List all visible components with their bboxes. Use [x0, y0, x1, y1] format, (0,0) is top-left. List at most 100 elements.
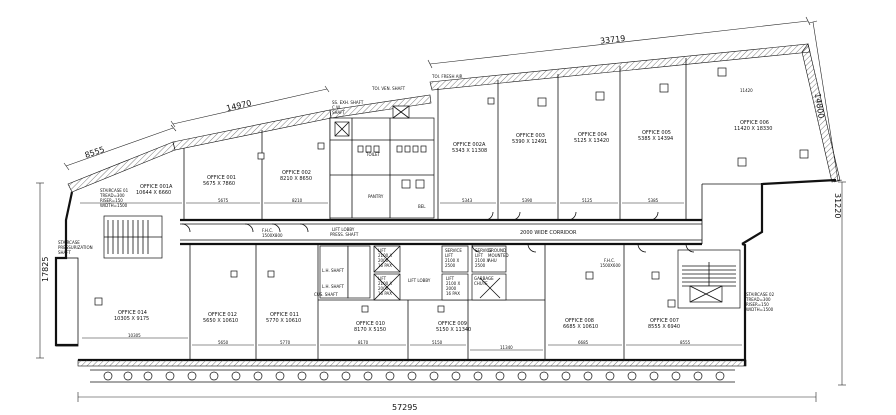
building-core — [319, 105, 507, 301]
staircase-01-d: WIDTH=1500 — [100, 203, 128, 208]
service-lift-2-b: LIFT — [475, 253, 484, 258]
press-shaft-label: PRESS. SHAFT — [330, 232, 359, 237]
lift-c-1: LIFT — [446, 276, 455, 281]
ss-exh-shaft-3: SHAFT — [332, 110, 346, 115]
bel-label: BEL — [418, 204, 426, 209]
room-labels: OFFICE 001A 10644 X 6660 OFFICE 001 5675… — [114, 120, 772, 333]
zone-dim-7: 11420 — [740, 88, 753, 93]
office-001-size: 5675 X 7860 — [203, 181, 235, 187]
office-003-name: OFFICE 003 — [516, 133, 545, 139]
ground-mounted-2: MOUNTED — [488, 253, 509, 258]
staircase-01-c: RISER=150 — [100, 198, 123, 203]
staircase-pressurization-3: SHAFT — [58, 250, 72, 255]
staircase-02-b: TREAD=300 — [745, 297, 771, 302]
dim-top-mid: 14970 — [225, 99, 252, 113]
office-001a-name: OFFICE 001A — [140, 184, 173, 190]
dim-top-left: 8555 — [84, 145, 106, 160]
office-005-size: 5385 X 14394 — [638, 136, 673, 142]
office-007-size: 8555 X 6940 — [648, 324, 680, 330]
office-006-name: OFFICE 006 — [740, 120, 769, 126]
staircase-02-d: WIDTH=1500 — [746, 307, 774, 312]
office-014-name: OFFICE 014 — [118, 310, 147, 316]
corridor: 2000 WIDE CORRIDOR — [180, 218, 702, 246]
zone-dim-14: 8555 — [680, 340, 691, 345]
zone-dim-2: 8210 — [292, 198, 303, 203]
fhc-3-b: 1500X600 — [600, 263, 621, 268]
office-002a-name: OFFICE 002A — [453, 142, 486, 148]
service-lift-2-c: 2100 X — [475, 258, 489, 263]
office-001-name: OFFICE 001 — [207, 175, 236, 181]
office-014-size: 10305 X 9175 — [114, 316, 149, 322]
fhc-1-b: 1500X800 — [262, 233, 283, 238]
dim-bottom: 57295 — [392, 403, 417, 412]
staircase-pressurization-2: PRESSURIZATION — [58, 245, 93, 250]
lower-partitions — [82, 244, 742, 360]
cus-shaft-label: CUS. SHAFT — [314, 292, 338, 297]
service-lift-2-a: SERVICE — [475, 248, 492, 253]
office-005-name: OFFICE 005 — [642, 130, 671, 136]
zone-dim-3: 5343 — [462, 198, 473, 203]
ground-mounted-3: AHU — [488, 258, 497, 263]
office-003-size: 5390 X 12491 — [512, 139, 547, 145]
lift-lobby-label: LIFT LOBBY — [408, 278, 431, 283]
dim-top-right: 33719 — [600, 34, 626, 46]
zone-dim-10: 5770 — [280, 340, 291, 345]
zone-dim-8: 10305 — [128, 333, 141, 338]
lh-shaft-label-2: L.H. SHAFT — [322, 284, 344, 289]
toi-fresh-air-label: TOI. FRESH AIR — [431, 74, 463, 79]
dim-left: 17825 — [41, 257, 50, 282]
stair-02-treads — [682, 262, 736, 290]
staircases — [103, 215, 741, 309]
lift-a-2: 2100 X — [378, 253, 392, 258]
staircase-pressurization-1: STAIRCASE — [58, 240, 80, 245]
service-lift-1-d: 2500 — [445, 263, 456, 268]
service-lift-2-d: 2500 — [475, 263, 486, 268]
office-012-name: OFFICE 012 — [208, 312, 237, 318]
lift-a-1: LIFT — [378, 248, 387, 253]
zone-dim-11: 8170 — [358, 340, 369, 345]
stair-01-treads — [104, 220, 162, 254]
office-007-name: OFFICE 007 — [650, 318, 679, 324]
zone-dim-4: 5390 — [522, 198, 533, 203]
lift-c-3: 2000 — [446, 286, 457, 291]
garbage-chute-2: CHUTE — [474, 281, 488, 286]
office-012-size: 5650 X 10610 — [203, 318, 238, 324]
service-lift-1-c: 2100 X — [445, 258, 459, 263]
dim-right-lower: 31220 — [833, 193, 842, 218]
staircase-01-b: TREAD=300 — [99, 193, 125, 198]
ss-exh-shaft-1: SS. EXH. SHAFT — [332, 100, 364, 105]
lift-c-2: 2100 X — [446, 281, 460, 286]
outer-walls — [54, 43, 841, 367]
office-009-name: OFFICE 009 — [438, 321, 467, 327]
zone-dim-15: 11340 — [500, 345, 513, 350]
staircase-01-a: STAIRCASE 01 — [100, 188, 129, 193]
toi-ven-shaft-label: TOI. VEN. SHAFT — [371, 86, 406, 91]
zone-dim-9: 5650 — [218, 340, 229, 345]
zone-dim-1: 5675 — [218, 198, 229, 203]
fhc-1-a: F.H.C. — [262, 228, 273, 233]
lift-b-3: 2000 — [378, 286, 389, 291]
staircase-02-c: RISER=150 — [746, 302, 769, 307]
lift-b-1: LIFT — [378, 276, 387, 281]
office-002a-size: 5343 X 11308 — [452, 148, 487, 154]
garbage-chute-1: GARBAGE — [474, 276, 494, 281]
office-004-name: OFFICE 004 — [578, 132, 607, 138]
office-006-size: 11420 X 18330 — [734, 126, 772, 132]
zone-dim-5: 5125 — [582, 198, 593, 203]
lift-a-3: 2000 — [378, 258, 389, 263]
office-010-name: OFFICE 010 — [356, 321, 385, 327]
office-001a-size: 10644 X 6660 — [136, 190, 171, 196]
service-labels: TOI. FRESH AIR TOI. VEN. SHAFT SS. EXH. … — [58, 74, 775, 312]
ground-mounted-1: GROUND — [488, 248, 506, 253]
staircase-02-a: STAIRCASE 02 — [746, 292, 775, 297]
lift-c-4: 16 PAX — [446, 291, 460, 296]
office-002-name: OFFICE 002 — [282, 170, 311, 176]
zone-dim-6: 5385 — [648, 198, 659, 203]
lift-a-4: 16 PAX — [378, 263, 392, 268]
zone-dim-13: 6685 — [578, 340, 589, 345]
zone-dim-12: 5150 — [432, 340, 443, 345]
lh-shaft-label-1: L.H. SHAFT — [322, 268, 344, 273]
doors — [181, 211, 695, 253]
lift-b-2: 2100 X — [378, 281, 392, 286]
